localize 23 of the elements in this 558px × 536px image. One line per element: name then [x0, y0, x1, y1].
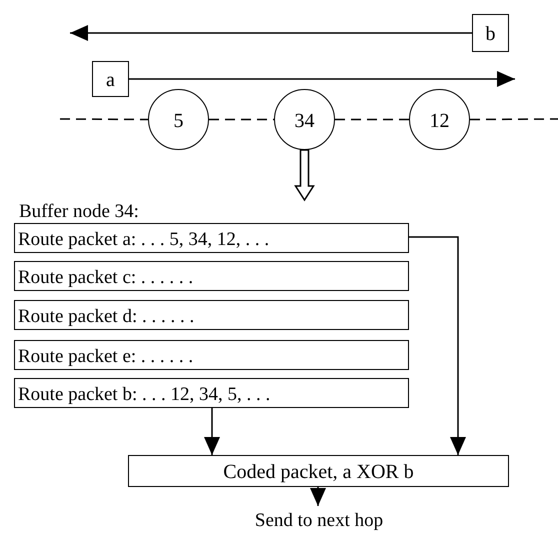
dashed-link: [335, 118, 409, 120]
network-node-circle: 34: [274, 89, 335, 150]
arrow: [70, 25, 472, 41]
packet-row: Route packet c: . . . . . .: [14, 261, 409, 291]
dashed-link: [470, 118, 558, 120]
packet-row: Route packet a: . . . 5, 34, 12, . . .: [14, 223, 409, 253]
label-box: a: [92, 61, 129, 97]
dashed-link: [60, 118, 148, 120]
packet-row: Route packet e: . . . . . .: [14, 340, 409, 370]
arrow: [409, 236, 466, 455]
packet-row: Route packet d: . . . . . .: [14, 300, 409, 330]
packet-row: Route packet b: . . . 12, 34, 5, . . .: [14, 378, 409, 408]
buffer-heading: Buffer node 34:: [16, 200, 408, 220]
hollow-arrow: [294, 149, 315, 202]
network-node-circle: 12: [409, 89, 470, 150]
network-node-circle: 5: [148, 89, 209, 150]
output-label: Send to next hop: [228, 506, 410, 532]
label-box: b: [472, 14, 509, 52]
arrow: [310, 487, 326, 506]
arrow: [129, 71, 515, 87]
coded-packet-box: Coded packet, a XOR b: [128, 455, 509, 487]
dashed-link: [209, 118, 274, 120]
arrow: [204, 408, 220, 455]
